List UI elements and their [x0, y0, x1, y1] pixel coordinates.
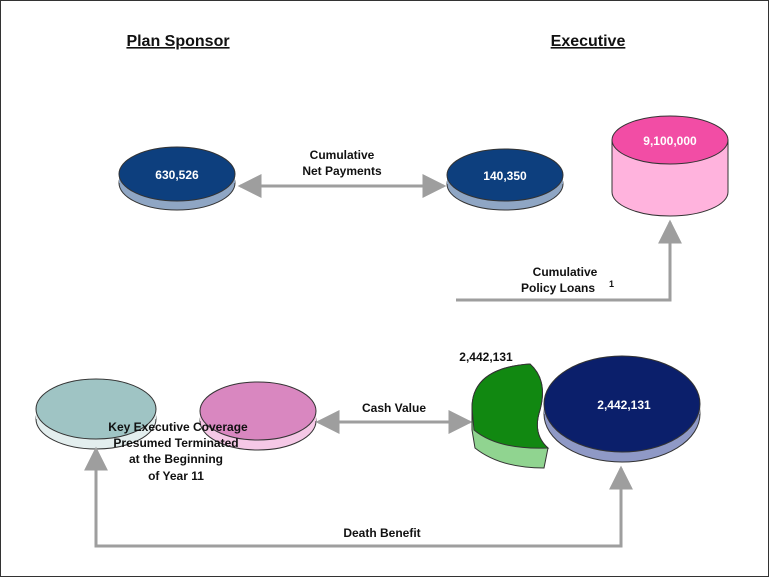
coverage-note-line2: Presumed Terminated [113, 436, 238, 450]
split-cash-value-disc [471, 363, 550, 469]
net-payments-label-line1: Cumulative [310, 148, 375, 162]
executive-death-benefit-value: 2,442,131 [597, 398, 651, 412]
coverage-note-line1: Key Executive Coverage [108, 420, 248, 434]
policy-loans-label-line1: Cumulative [533, 265, 598, 279]
sponsor-cash-value-disc [199, 381, 317, 451]
executive-death-benefit-disc: 2,442,131 [543, 355, 701, 463]
coverage-note-line3: at the Beginning [129, 452, 223, 466]
plan-sponsor-header: Plan Sponsor [126, 33, 229, 50]
executive-header: Executive [551, 33, 626, 50]
sponsor-net-payments-disc: 630,526 [118, 146, 236, 211]
coverage-note-line4: of Year 11 [148, 469, 204, 483]
policy-loans-cylinder: 9,100,000 [611, 115, 729, 217]
cash-value-label: Cash Value [362, 401, 426, 415]
policy-loans-footnote: 1 [609, 279, 614, 289]
executive-net-payments-disc: 140,350 [446, 148, 564, 211]
executive-net-payments-value: 140,350 [483, 169, 527, 183]
split-cash-value-amount: 2,442,131 [459, 350, 513, 364]
key-coverage-disc [35, 378, 157, 450]
policy-loans-label-line2: Policy Loans [521, 281, 595, 295]
death-benefit-label: Death Benefit [343, 526, 420, 540]
policy-loans-value: 9,100,000 [643, 134, 697, 148]
policy-loans-arrow [456, 219, 682, 302]
sponsor-net-payments-value: 630,526 [155, 168, 199, 182]
death-benefit-arrow [84, 446, 633, 548]
net-payments-label-line2: Net Payments [302, 164, 382, 178]
